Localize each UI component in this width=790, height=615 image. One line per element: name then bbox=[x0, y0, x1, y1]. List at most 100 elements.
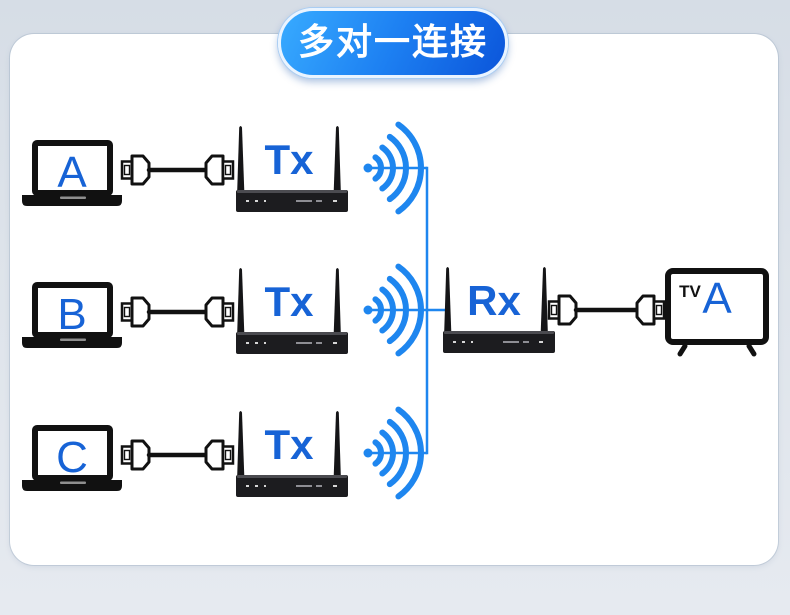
hdmi-plug-pins bbox=[123, 164, 131, 176]
wireless-transmitter-icon: Tx bbox=[236, 126, 348, 212]
laptop-hinge-notch bbox=[60, 481, 86, 484]
wifi-signal-icon bbox=[363, 406, 424, 500]
transmitter-top-edge bbox=[237, 332, 347, 335]
laptop-screen bbox=[32, 425, 113, 481]
laptop-icon: C bbox=[22, 425, 122, 491]
transmitter-label: Tx bbox=[264, 278, 314, 325]
indicator-light bbox=[255, 485, 258, 487]
hdmi-plug-body bbox=[130, 154, 151, 186]
hdmi-plug-pins bbox=[224, 164, 232, 176]
hdmi-cable-icon bbox=[120, 296, 235, 328]
signal-wave bbox=[386, 133, 409, 203]
hdmi-plug-pins bbox=[550, 304, 558, 316]
laptop-base bbox=[22, 480, 122, 491]
hdmi-plug-tip bbox=[221, 160, 235, 180]
hdmi-plug-pins bbox=[655, 304, 663, 316]
indicator-light bbox=[453, 341, 456, 343]
signal-wave bbox=[372, 154, 384, 182]
signal-source-dot bbox=[363, 448, 373, 458]
indicator-light bbox=[246, 200, 249, 202]
hdmi-plug-body bbox=[204, 296, 225, 328]
hdmi-plug-tip bbox=[221, 445, 235, 465]
hdmi-cable-icon bbox=[547, 294, 666, 326]
signal-wave bbox=[372, 296, 384, 324]
hdmi-plug-body bbox=[130, 296, 151, 328]
laptop-label: A bbox=[57, 148, 87, 197]
hdmi-plug-body bbox=[557, 294, 578, 326]
laptop-label: B bbox=[57, 290, 86, 339]
wireless-receiver-icon: Rx bbox=[443, 267, 555, 353]
indicator-light bbox=[264, 342, 266, 344]
tv-screen bbox=[665, 268, 769, 345]
indicator-light bbox=[255, 200, 258, 202]
laptop-base bbox=[22, 195, 122, 206]
hdmi-plug-body bbox=[130, 439, 151, 471]
tv-label: A bbox=[702, 274, 732, 323]
laptop-screen bbox=[32, 282, 113, 338]
laptop-hinge-notch bbox=[60, 338, 86, 341]
indicator-light bbox=[539, 341, 543, 343]
tv-icon: TV A bbox=[665, 268, 769, 357]
wifi-signal-icon bbox=[363, 263, 424, 357]
source-row-c: C Tx bbox=[22, 406, 424, 500]
indicator-light bbox=[255, 342, 258, 344]
signal-wave bbox=[372, 439, 384, 467]
signal-source-dot bbox=[363, 163, 373, 173]
hdmi-cable-icon bbox=[120, 154, 235, 186]
indicator-light bbox=[471, 341, 473, 343]
antenna-left bbox=[237, 268, 245, 339]
signal-wave bbox=[395, 263, 424, 357]
indicator-light bbox=[246, 342, 249, 344]
tv-badge: TV bbox=[679, 282, 701, 301]
antenna-left bbox=[237, 126, 245, 197]
source-row-a: A Tx bbox=[22, 121, 424, 215]
indicator-light bbox=[333, 485, 337, 487]
title-banner: 多对一连接 bbox=[278, 8, 508, 78]
front-panel-marking bbox=[523, 341, 529, 343]
laptop-icon: A bbox=[22, 140, 122, 206]
hdmi-plug-tip bbox=[652, 300, 666, 320]
front-panel-marking bbox=[316, 485, 322, 487]
signal-wave bbox=[395, 406, 424, 500]
laptop-screen bbox=[32, 140, 113, 196]
transmitter-label: Tx bbox=[264, 136, 314, 183]
signal-wave bbox=[379, 286, 396, 334]
laptop-icon: B bbox=[22, 282, 122, 348]
wireless-transmitter-icon: Tx bbox=[236, 411, 348, 497]
front-panel-marking bbox=[316, 200, 322, 202]
laptop-hinge-notch bbox=[60, 196, 86, 199]
transmitter-top-edge bbox=[237, 475, 347, 478]
signal-source-dot bbox=[363, 305, 373, 315]
front-panel-marking bbox=[316, 342, 322, 344]
laptop-base bbox=[22, 337, 122, 348]
receiver-body bbox=[443, 331, 555, 353]
transmitter-label: Tx bbox=[264, 421, 314, 468]
indicator-light bbox=[462, 341, 465, 343]
hdmi-plug-body bbox=[635, 294, 656, 326]
indicator-light bbox=[246, 485, 249, 487]
transmitter-body bbox=[236, 475, 348, 497]
transmitter-top-edge bbox=[237, 190, 347, 193]
hdmi-plug-body bbox=[204, 439, 225, 471]
wifi-signal-icon bbox=[363, 121, 424, 215]
front-panel-marking bbox=[503, 341, 519, 343]
front-panel-marking bbox=[296, 342, 312, 344]
laptop-label: C bbox=[56, 433, 88, 482]
antenna-right bbox=[333, 268, 341, 339]
antenna-right bbox=[540, 267, 548, 338]
wireless-transmitter-icon: Tx bbox=[236, 268, 348, 354]
front-panel-marking bbox=[296, 200, 312, 202]
antenna-right bbox=[333, 126, 341, 197]
front-panel-marking bbox=[296, 485, 312, 487]
indicator-light bbox=[264, 485, 266, 487]
antenna-right bbox=[333, 411, 341, 482]
hdmi-plug-tip bbox=[221, 302, 235, 322]
hdmi-plug-pins bbox=[123, 449, 131, 461]
indicator-light bbox=[333, 342, 337, 344]
signal-wave bbox=[386, 418, 409, 488]
hdmi-plug-pins bbox=[224, 306, 232, 318]
receiver-top-edge bbox=[444, 331, 554, 334]
tv-leg-left bbox=[677, 343, 688, 357]
hdmi-plug-pins bbox=[123, 306, 131, 318]
hdmi-plug-pins bbox=[224, 449, 232, 461]
